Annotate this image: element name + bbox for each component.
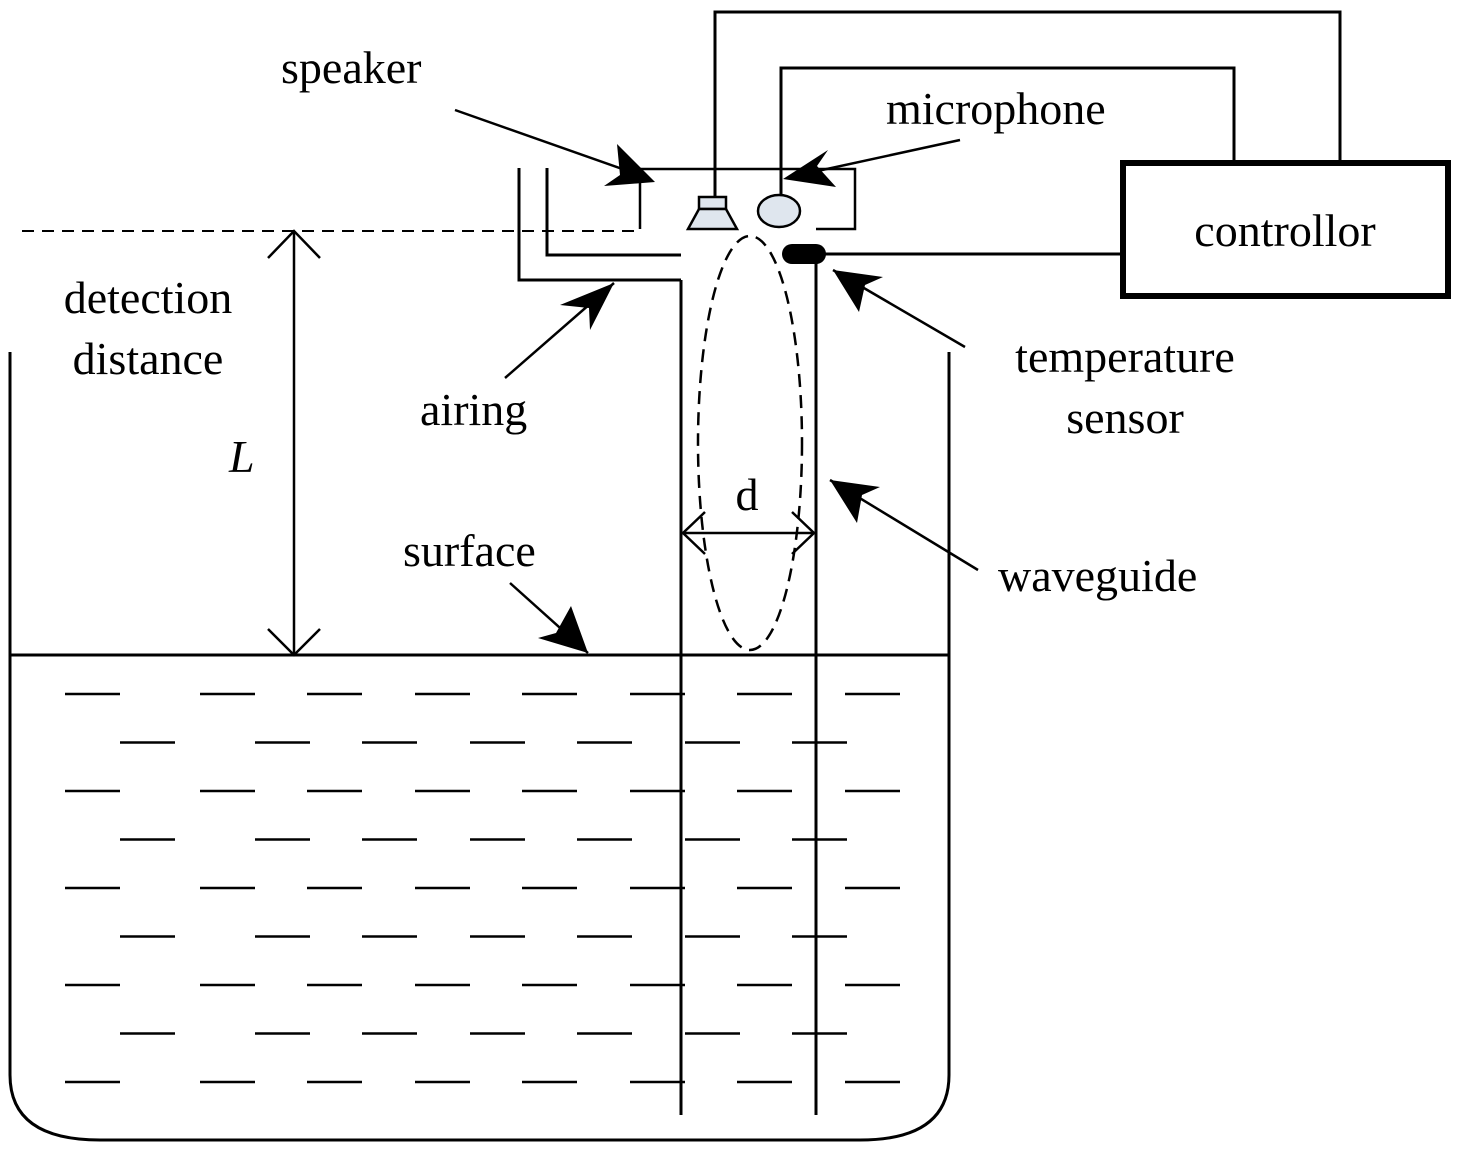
microphone-icon	[756, 193, 802, 229]
diameter-arrow	[681, 511, 816, 555]
leader-surface	[509, 582, 589, 654]
length-symbol: L	[228, 431, 255, 482]
leader-microphone	[783, 138, 961, 187]
temperature-sensor-icon	[782, 244, 826, 264]
controller-wires	[713, 10, 1342, 256]
microphone-label: microphone	[886, 83, 1106, 134]
speaker-icon	[685, 195, 740, 231]
airing-label: airing	[420, 384, 527, 435]
detection-distance-arrow	[267, 229, 321, 657]
temperature-label: temperature	[1015, 331, 1235, 382]
sound-beam-ellipse	[696, 234, 804, 652]
waveguide-tube	[679, 255, 818, 1115]
airing-channel	[517, 168, 681, 282]
leader-waveguide	[829, 478, 979, 572]
sensor-housing	[638, 167, 857, 231]
diameter-symbol: d	[736, 469, 759, 520]
surface-label: surface	[403, 525, 536, 576]
tank-outline	[8, 352, 951, 1142]
sensor-label: sensor	[1066, 392, 1184, 443]
detection-label: detection	[64, 272, 233, 323]
controller-box	[1120, 160, 1451, 299]
leader-airing	[504, 282, 615, 379]
leader-temperature-sensor	[832, 268, 966, 349]
speaker-label: speaker	[281, 42, 421, 93]
liquid-dashes	[65, 692, 900, 1084]
waveguide-label: waveguide	[998, 550, 1197, 601]
controller-label: controllor	[1194, 205, 1375, 256]
distance-label: distance	[73, 333, 224, 384]
leader-speaker	[454, 108, 655, 186]
